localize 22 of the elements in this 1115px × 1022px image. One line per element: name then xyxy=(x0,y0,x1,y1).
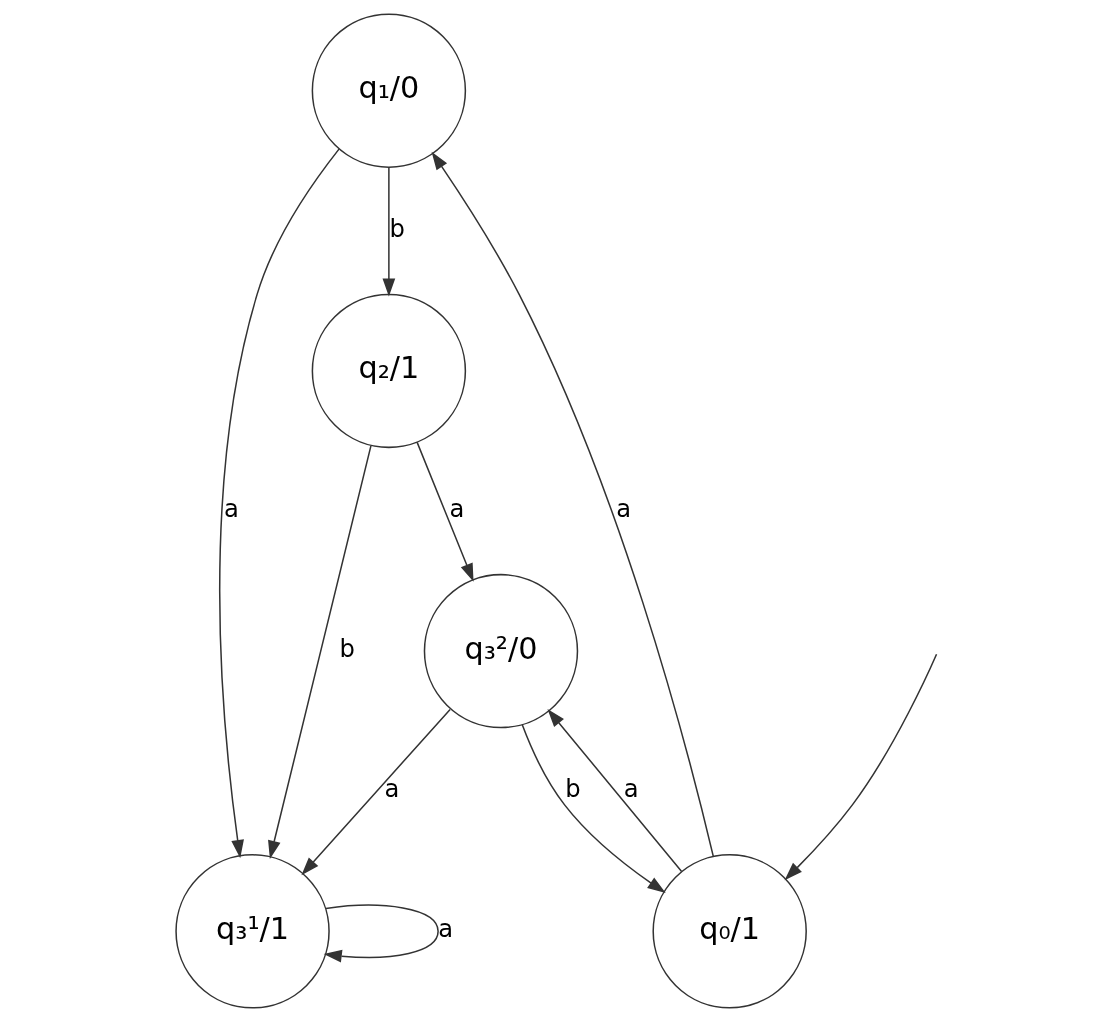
arrow xyxy=(415,441,474,582)
edge-label: a xyxy=(223,494,239,523)
node-circle: q₀/1 xyxy=(651,854,807,1009)
arrow xyxy=(784,653,937,881)
edge-label: b xyxy=(339,634,355,663)
arrow xyxy=(323,904,439,963)
edge-label: a xyxy=(623,774,639,803)
arrow xyxy=(431,151,714,858)
node-circle: q₁/0 xyxy=(311,13,466,168)
arrow xyxy=(267,445,372,859)
arrow xyxy=(520,723,666,893)
edge-label: b xyxy=(389,214,405,243)
edge-label: a xyxy=(615,494,631,523)
edge-label: a xyxy=(449,494,464,523)
edge-label: a xyxy=(437,915,453,944)
arrow xyxy=(300,708,451,876)
edge-label: a xyxy=(383,774,399,803)
arrow xyxy=(546,708,682,873)
arrow xyxy=(218,148,340,859)
edge-label: b xyxy=(564,774,581,803)
arrow xyxy=(382,166,395,297)
node-circle: q₂/1 xyxy=(311,293,466,449)
